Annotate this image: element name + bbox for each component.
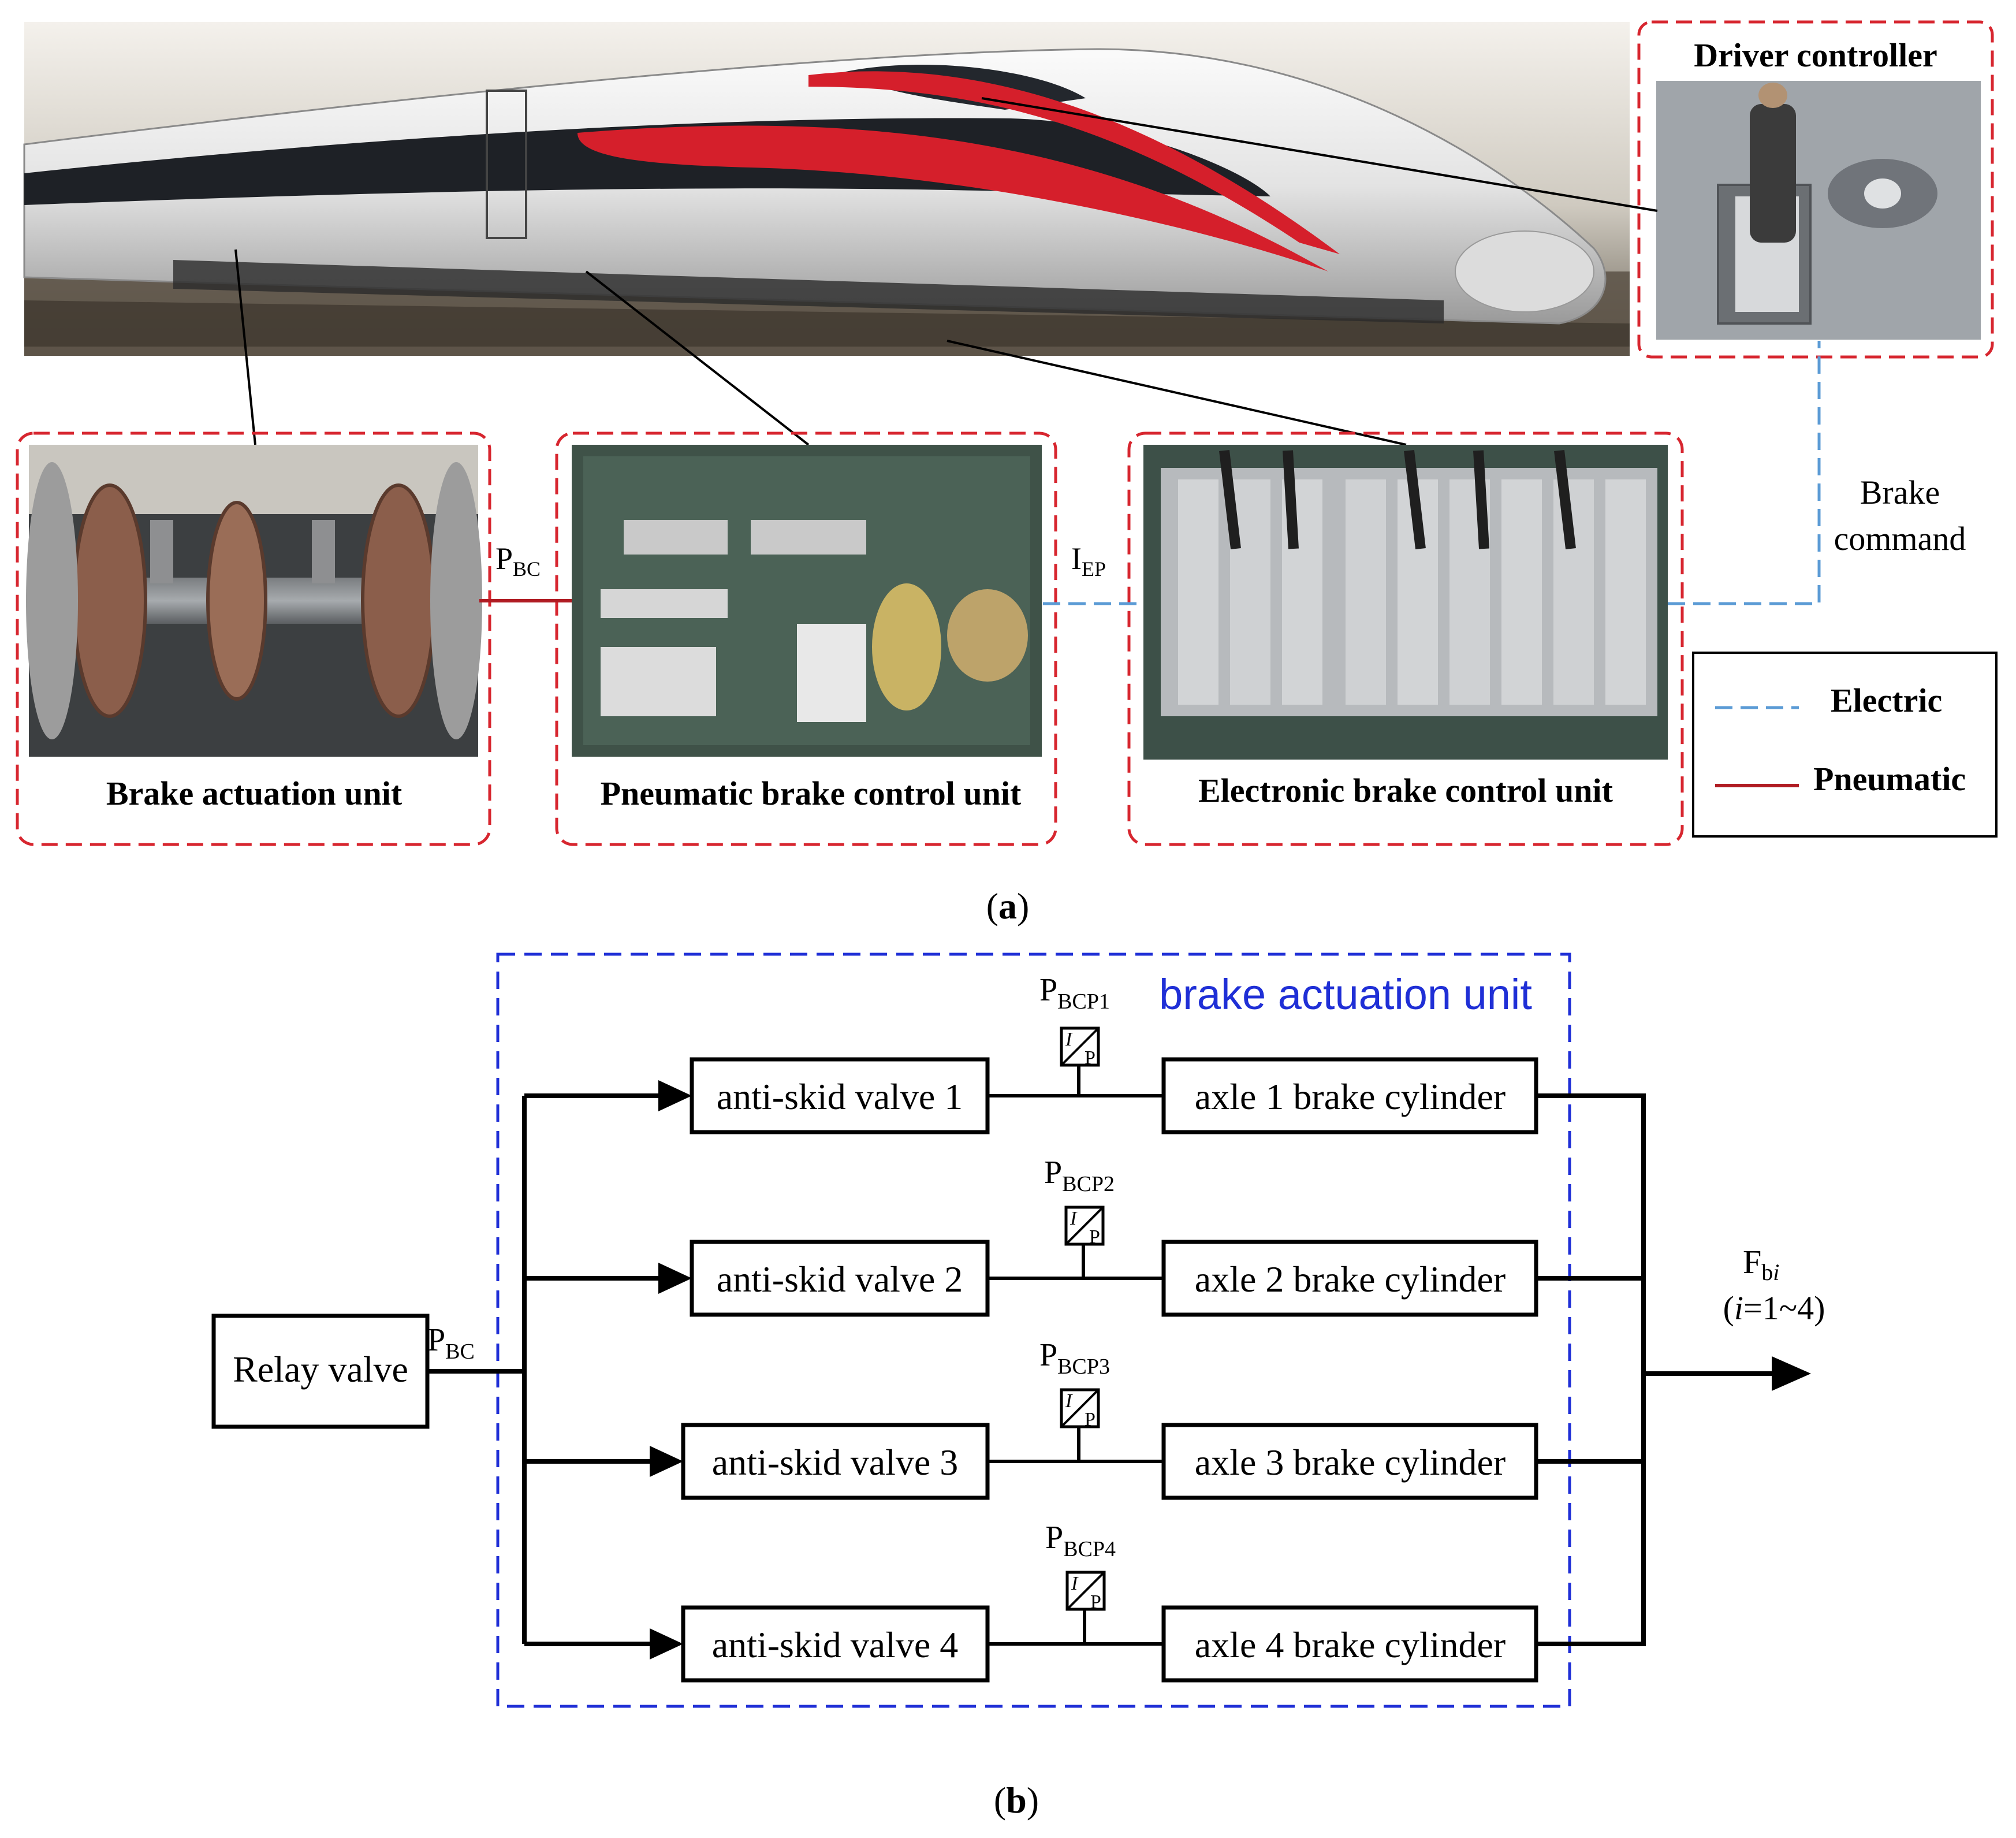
sensor-4-i: I <box>1071 1573 1079 1594</box>
pbc-label-b: PBC <box>427 1322 475 1364</box>
anti-skid-valve-1-label: anti-skid valve 1 <box>717 1076 963 1117</box>
relay-valve-box <box>211 1314 430 1429</box>
pbcp1-label: PBCP1 <box>1039 972 1110 1014</box>
axle-3-brake-cylinder-label: axle 3 brake cylinder <box>1195 1442 1506 1483</box>
sensor-2-p: P <box>1089 1226 1100 1248</box>
axle-4-brake-cylinder: axle 4 brake cylinder <box>1161 1605 1538 1683</box>
pneumatic-brake-control-unit-photo <box>572 445 1042 757</box>
output-arrow-head <box>1772 1356 1811 1391</box>
legend-electric-label: Electric <box>1831 682 1942 719</box>
electronic-brake-control-unit-frame <box>1127 431 1684 846</box>
driver-controller-label: Driver controller <box>1694 36 1937 74</box>
anti-skid-valve-4-label: anti-skid valve 4 <box>712 1624 959 1665</box>
anti-skid-valve-3: anti-skid valve 3 <box>681 1423 990 1500</box>
axle-1-brake-cylinder: axle 1 brake cylinder <box>1161 1057 1538 1134</box>
brake-actuation-unit-enclosure <box>496 953 1571 1708</box>
axle-2-brake-cylinder-label: axle 2 brake cylinder <box>1195 1259 1506 1300</box>
axle-3-brake-cylinder: axle 3 brake cylinder <box>1161 1423 1538 1500</box>
sensor-3-p: P <box>1085 1409 1095 1430</box>
pressure-sensor-4: I P PBCP4 <box>1045 1520 1116 1644</box>
pbcp3-label: PBCP3 <box>1039 1337 1110 1379</box>
arrow-head-4 <box>650 1628 683 1660</box>
sensor-1-p: P <box>1085 1047 1095 1069</box>
arrow-head-2 <box>658 1263 692 1294</box>
valve-cylinder-links <box>987 1094 1164 1646</box>
pbc-label-a: PBC <box>495 541 541 581</box>
caption-a: (a) <box>986 885 1030 927</box>
axle-2-brake-cylinder: axle 2 brake cylinder <box>1161 1240 1538 1317</box>
electronic-brake-control-unit-label: Electronic brake control unit <box>1198 772 1613 809</box>
brake-command-label-line1: Brake <box>1860 474 1940 511</box>
branch-lines <box>524 1093 658 1646</box>
legend-pneumatic-label: Pneumatic <box>1813 760 1966 798</box>
train-photo <box>23 22 1630 356</box>
iep-label: IEP <box>1071 541 1106 581</box>
axle-4-brake-cylinder-label: axle 4 brake cylinder <box>1195 1624 1506 1665</box>
arrow-head-1 <box>658 1080 692 1111</box>
brake-actuation-unit-title: brake actuation unit <box>1159 970 1532 1018</box>
anti-skid-valve-4: anti-skid valve 4 <box>681 1605 990 1683</box>
anti-skid-valve-3-label: anti-skid valve 3 <box>712 1442 959 1483</box>
brake-actuation-unit-label: Brake actuation unit <box>106 775 403 812</box>
fbi-label: Fbi <box>1743 1243 1779 1285</box>
axle-1-brake-cylinder-label: axle 1 brake cylinder <box>1195 1076 1506 1117</box>
anti-skid-valve-2-label: anti-skid valve 2 <box>717 1259 963 1300</box>
pneumatic-brake-control-unit-label: Pneumatic brake control unit <box>601 775 1022 812</box>
arrow-head-3 <box>650 1446 683 1477</box>
pressure-sensor-3: I P PBCP3 <box>1039 1337 1110 1461</box>
legend: Electric Pneumatic <box>1692 652 1998 838</box>
sensor-2-i: I <box>1070 1208 1078 1229</box>
anti-skid-valve-2: anti-skid valve 2 <box>690 1240 990 1317</box>
driver-controller-photo <box>1656 81 1981 340</box>
fbi-range-label: (i=1~4) <box>1723 1289 1825 1327</box>
brake-command-electric-line <box>1668 341 1821 605</box>
relay-valve-label: Relay valve <box>233 1349 408 1390</box>
input-bus <box>427 1096 527 1644</box>
electronic-brake-control-unit-photo <box>1143 445 1668 760</box>
brake-command-label-line2: command <box>1834 520 1966 557</box>
branch-arrowheads <box>650 1080 692 1660</box>
brake-actuation-unit-frame <box>16 431 491 846</box>
pressure-sensor-1: I P PBCP1 <box>1039 972 1110 1096</box>
pressure-sensor-2: I P PBCP2 <box>1044 1155 1115 1278</box>
brake-actuation-unit-photo <box>26 445 482 757</box>
output-bus <box>1536 1093 1773 1646</box>
sensor-1-i: I <box>1065 1029 1073 1050</box>
photo-connector-lines <box>234 97 1658 446</box>
pneumatic-brake-control-unit-frame <box>555 431 1057 846</box>
sensor-3-i: I <box>1065 1390 1073 1412</box>
driver-controller-frame <box>1637 20 1994 359</box>
sensor-4-p: P <box>1090 1591 1101 1613</box>
pbcp2-label: PBCP2 <box>1044 1155 1115 1196</box>
pbcp4-label: PBCP4 <box>1045 1520 1116 1561</box>
caption-b: (b) <box>994 1780 1039 1821</box>
anti-skid-valve-1: anti-skid valve 1 <box>690 1057 990 1134</box>
